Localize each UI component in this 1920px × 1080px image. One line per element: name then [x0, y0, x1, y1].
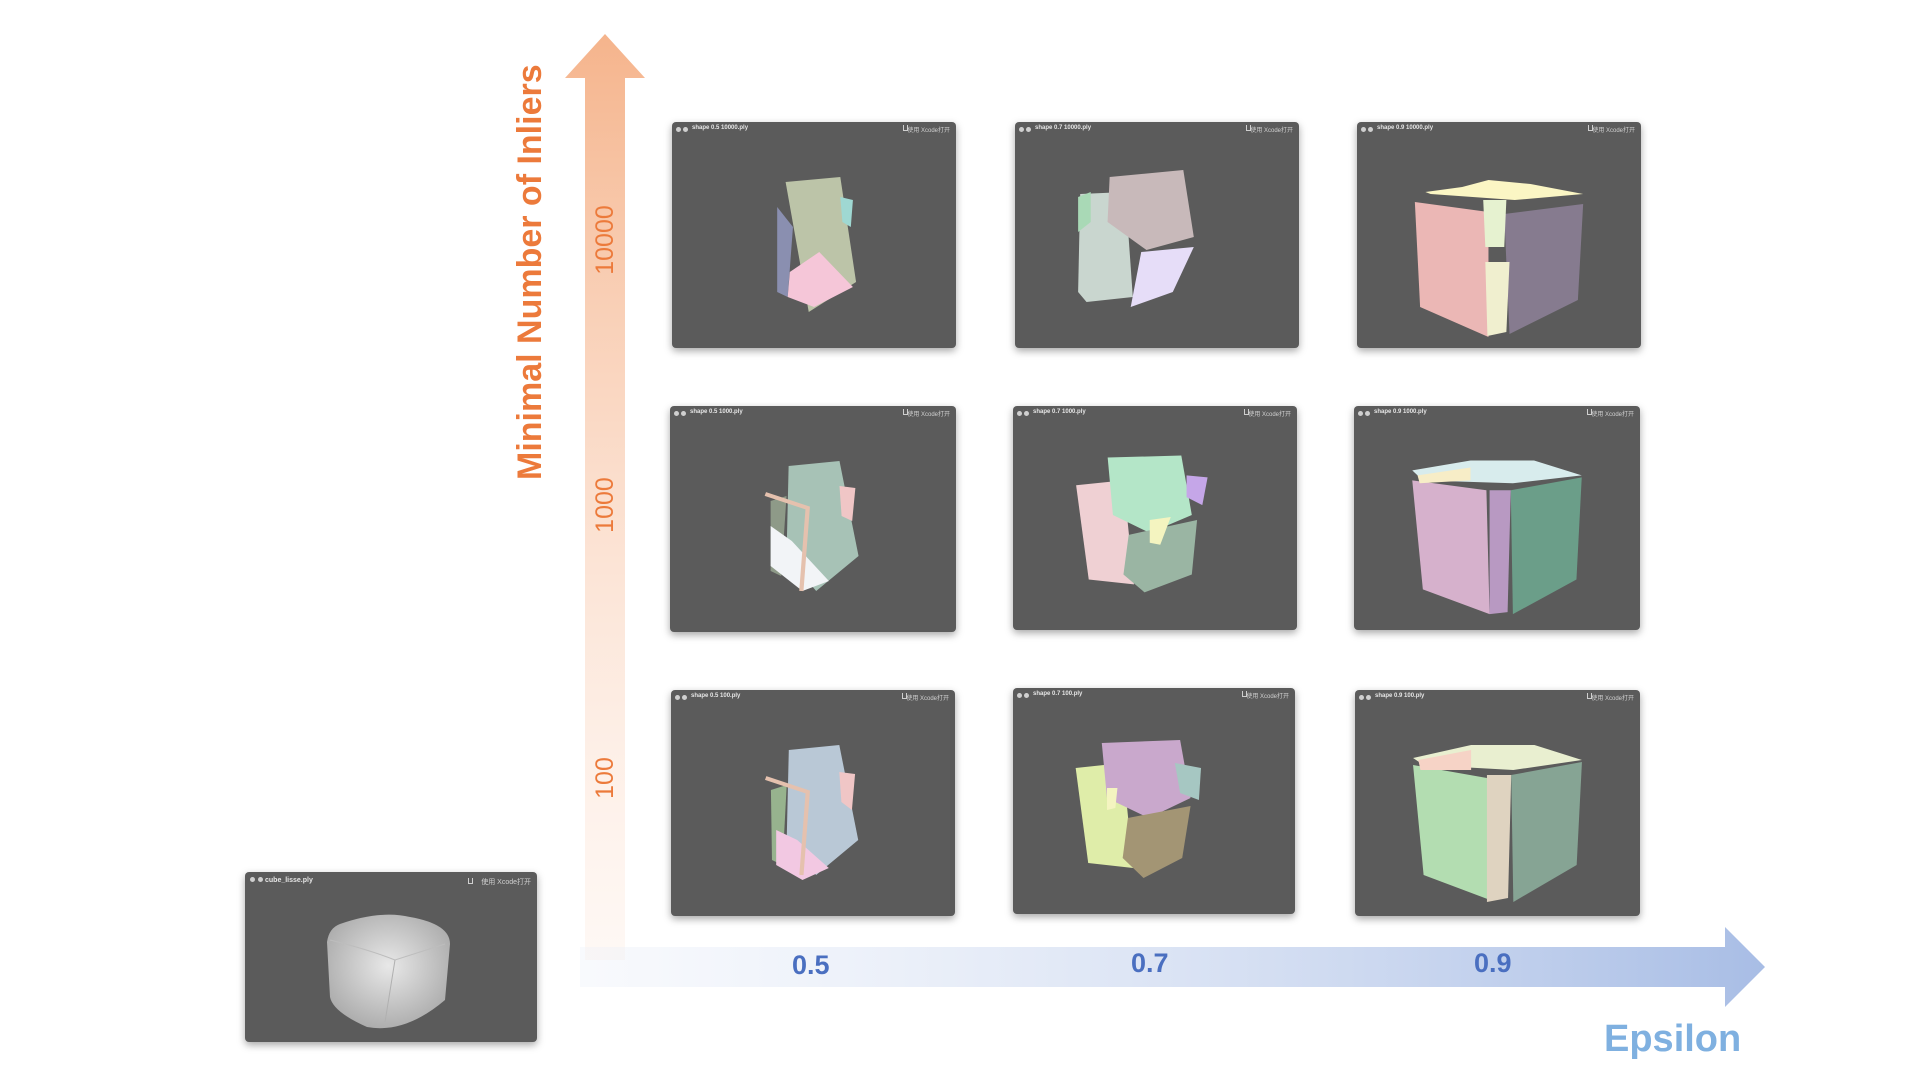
segmented-cube-render	[1078, 170, 1194, 307]
result-window-05-100[interactable]: shape 0.5 100.ply 使用 Xcode打开	[671, 690, 955, 916]
result-window-07-100[interactable]: shape 0.7 100.ply 使用 Xcode打开	[1013, 688, 1295, 914]
y-axis-title: Minimal Number of Inliers	[511, 64, 549, 480]
window-title: shape 0.5 10000.ply	[692, 125, 749, 131]
segmented-cube-render	[777, 177, 857, 312]
result-window-09-1000[interactable]: shape 0.9 1000.ply 使用 Xcode打开	[1354, 406, 1640, 630]
segmented-cube-render	[1075, 740, 1201, 878]
result-window-09-100[interactable]: shape 0.9 100.ply 使用 Xcode打开	[1355, 690, 1640, 916]
window-titlebar[interactable]: shape 0.5 1000.ply 使用 Xcode打开	[670, 406, 956, 422]
window-title: shape 0.5 100.ply	[691, 693, 741, 699]
segmented-cube-render	[1414, 180, 1584, 337]
x-axis-arrow	[580, 927, 1765, 1007]
result-window-07-1000[interactable]: shape 0.7 1000.ply 使用 Xcode打开	[1013, 406, 1297, 630]
zoom-icon[interactable]	[1026, 127, 1031, 132]
close-icon[interactable]	[674, 411, 679, 416]
open-with-xcode-button[interactable]: 使用 Xcode打开	[1592, 128, 1635, 134]
zoom-icon[interactable]	[1024, 411, 1029, 416]
close-icon[interactable]	[675, 695, 680, 700]
open-with-xcode-button[interactable]: 使用 Xcode打开	[1248, 412, 1291, 418]
share-icon[interactable]	[1587, 409, 1592, 415]
window-title: shape 0.9 100.ply	[1375, 693, 1425, 699]
segmented-cube-render	[1413, 745, 1582, 902]
window-titlebar[interactable]: shape 0.7 10000.ply 使用 Xcode打开	[1015, 122, 1299, 138]
open-with-xcode-button[interactable]: 使用 Xcode打开	[906, 696, 949, 702]
share-icon[interactable]	[1587, 693, 1592, 699]
share-icon[interactable]	[1244, 409, 1249, 415]
close-icon[interactable]	[676, 127, 681, 132]
open-with-xcode-button[interactable]: 使用 Xcode打开	[481, 879, 531, 886]
x-axis-title: Epsilon	[1604, 1018, 1742, 1060]
window-titlebar[interactable]: shape 0.5 10000.ply 使用 Xcode打开	[672, 122, 956, 138]
open-with-xcode-button[interactable]: 使用 Xcode打开	[1591, 412, 1634, 418]
source-mesh-window[interactable]: cube_lisse.ply 使用 Xcode打开	[245, 872, 537, 1042]
close-icon[interactable]	[1017, 411, 1022, 416]
y-axis-arrow	[565, 34, 645, 960]
window-title: shape 0.5 1000.ply	[690, 409, 743, 415]
share-icon[interactable]	[1246, 125, 1251, 131]
close-icon[interactable]	[1359, 695, 1364, 700]
share-icon[interactable]	[902, 693, 907, 699]
share-icon[interactable]	[903, 125, 908, 131]
open-with-xcode-button[interactable]: 使用 Xcode打开	[1250, 128, 1293, 134]
zoom-icon[interactable]	[1366, 695, 1371, 700]
window-titlebar[interactable]: cube_lisse.ply 使用 Xcode打开	[245, 872, 537, 888]
zoom-icon[interactable]	[683, 127, 688, 132]
close-icon[interactable]	[250, 877, 255, 882]
share-icon[interactable]	[903, 409, 908, 415]
window-title: shape 0.9 1000.ply	[1374, 409, 1427, 415]
window-titlebar[interactable]: shape 0.5 100.ply 使用 Xcode打开	[671, 690, 955, 706]
zoom-icon[interactable]	[682, 695, 687, 700]
window-titlebar[interactable]: shape 0.9 10000.ply 使用 Xcode打开	[1357, 122, 1641, 138]
segmented-cube-render	[1412, 460, 1582, 615]
x-tick-09: 0.9	[1474, 948, 1512, 978]
zoom-icon[interactable]	[1024, 693, 1029, 698]
segmented-cube-render	[1076, 455, 1208, 593]
window-titlebar[interactable]: shape 0.7 1000.ply 使用 Xcode打开	[1013, 406, 1297, 422]
window-title: shape 0.7 1000.ply	[1033, 409, 1086, 415]
zoom-icon[interactable]	[1368, 127, 1373, 132]
window-title: cube_lisse.ply	[265, 877, 313, 884]
result-window-07-10000[interactable]: shape 0.7 10000.ply 使用 Xcode打开	[1015, 122, 1299, 348]
window-title: shape 0.7 10000.ply	[1035, 125, 1092, 131]
window-titlebar[interactable]: shape 0.9 100.ply 使用 Xcode打开	[1355, 690, 1640, 706]
zoom-icon[interactable]	[681, 411, 686, 416]
close-icon[interactable]	[1017, 693, 1022, 698]
zoom-icon[interactable]	[1365, 411, 1370, 416]
segmented-cube-render	[764, 745, 859, 880]
result-window-09-10000[interactable]: shape 0.9 10000.ply 使用 Xcode打开	[1357, 122, 1641, 348]
smooth-cube-render	[327, 914, 450, 1029]
open-with-xcode-button[interactable]: 使用 Xcode打开	[1591, 696, 1634, 702]
open-with-xcode-button[interactable]: 使用 Xcode打开	[1246, 694, 1289, 700]
close-icon[interactable]	[1361, 127, 1366, 132]
y-tick-1000: 1000	[591, 477, 619, 533]
window-title: shape 0.7 100.ply	[1033, 691, 1083, 697]
share-icon[interactable]	[1588, 125, 1593, 131]
result-window-05-10000[interactable]: shape 0.5 10000.ply 使用 Xcode打开	[672, 122, 956, 348]
y-tick-10000: 10000	[591, 205, 619, 275]
window-titlebar[interactable]: shape 0.9 1000.ply 使用 Xcode打开	[1354, 406, 1640, 422]
open-with-xcode-button[interactable]: 使用 Xcode打开	[907, 128, 950, 134]
segmented-cube-render	[764, 461, 859, 592]
share-icon[interactable]	[468, 878, 473, 884]
result-window-05-1000[interactable]: shape 0.5 1000.ply 使用 Xcode打开	[670, 406, 956, 632]
x-tick-07: 0.7	[1131, 948, 1169, 978]
x-tick-05: 0.5	[792, 950, 830, 980]
window-titlebar[interactable]: shape 0.7 100.ply 使用 Xcode打开	[1013, 688, 1295, 704]
open-with-xcode-button[interactable]: 使用 Xcode打开	[907, 412, 950, 418]
close-icon[interactable]	[1358, 411, 1363, 416]
close-icon[interactable]	[1019, 127, 1024, 132]
share-icon[interactable]	[1242, 691, 1247, 697]
y-tick-100: 100	[591, 757, 619, 799]
zoom-icon[interactable]	[258, 877, 263, 882]
window-title: shape 0.9 10000.ply	[1377, 125, 1434, 131]
